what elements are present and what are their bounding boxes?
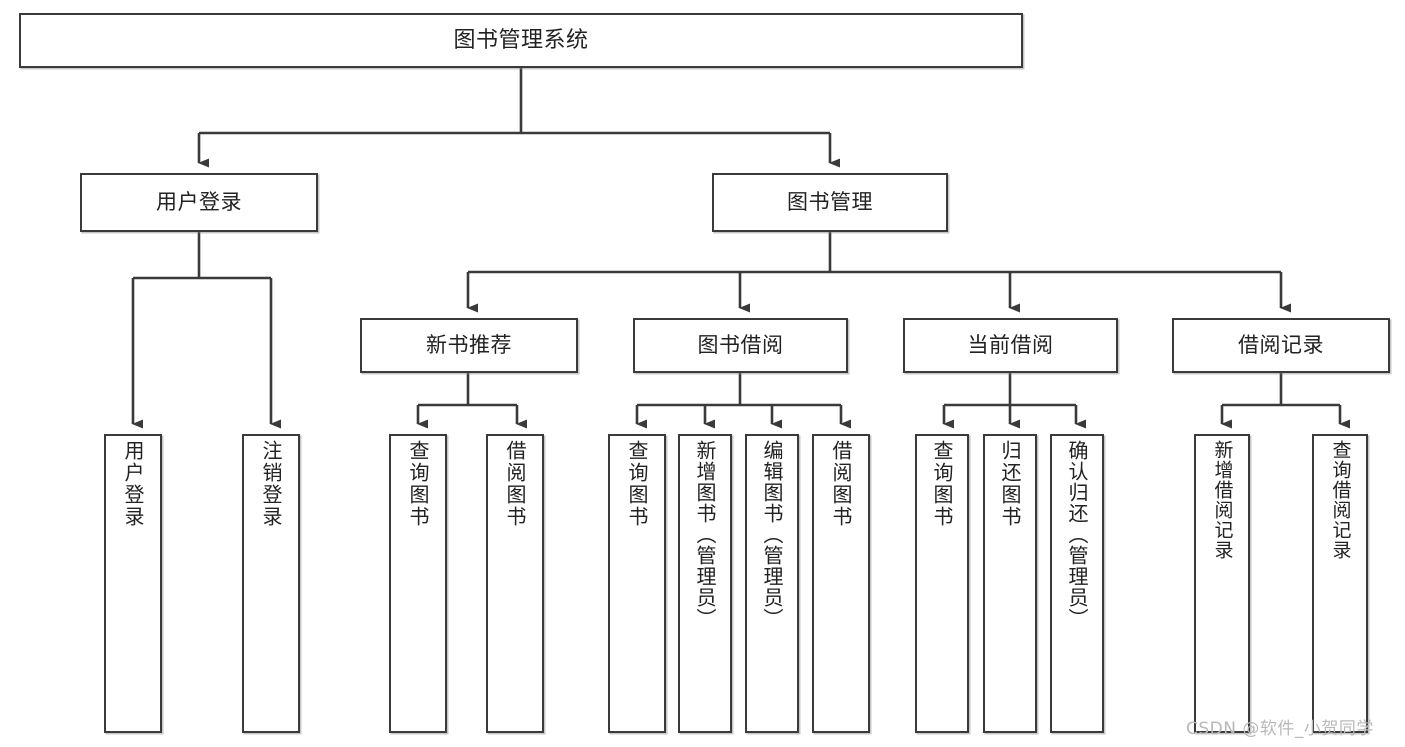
node-label: 新增图书（管理员） [693, 440, 717, 629]
node-label: 用户登录 [156, 190, 242, 215]
leaf-book-borrow-edit[interactable]: 编辑图书（管理员） [745, 434, 799, 733]
leaf-borrow-record-query[interactable]: 查询借阅记录 [1312, 434, 1368, 733]
node-label: 归还图书 [998, 440, 1022, 528]
node-label: 图书借阅 [697, 333, 784, 358]
node-new-book-recommend[interactable]: 新书推荐 [360, 318, 578, 373]
leaf-current-borrow-confirm-return[interactable]: 确认归还（管理员） [1050, 434, 1104, 733]
leaf-current-borrow-return[interactable]: 归还图书 [983, 434, 1037, 733]
node-label: 借阅图书 [829, 440, 853, 528]
node-label: 借阅图书 [503, 440, 527, 528]
node-label: 借阅记录 [1238, 333, 1324, 358]
node-label: 图书管理系统 [453, 27, 589, 53]
leaf-user-login-login[interactable]: 用户登录 [104, 434, 162, 733]
node-label: 确认归还（管理员） [1065, 440, 1089, 629]
leaf-new-book-borrow[interactable]: 借阅图书 [486, 434, 544, 733]
node-current-borrow[interactable]: 当前借阅 [903, 318, 1118, 373]
node-label: 查询图书 [930, 440, 954, 528]
node-label: 注销登录 [259, 440, 283, 528]
node-label: 查询图书 [625, 440, 649, 528]
leaf-borrow-record-add[interactable]: 新增借阅记录 [1194, 434, 1250, 733]
node-label: 图书管理 [787, 190, 873, 215]
node-root-system[interactable]: 图书管理系统 [19, 13, 1023, 68]
leaf-book-borrow-query[interactable]: 查询图书 [608, 434, 666, 733]
node-book-management[interactable]: 图书管理 [712, 173, 948, 232]
leaf-new-book-query[interactable]: 查询图书 [389, 434, 447, 733]
node-label: 查询借阅记录 [1329, 440, 1352, 560]
node-user-login[interactable]: 用户登录 [80, 173, 318, 232]
node-label: 当前借阅 [967, 333, 1054, 358]
watermark-text: CSDN @软件_小贺同学 [1186, 719, 1374, 739]
leaf-user-login-logout[interactable]: 注销登录 [242, 434, 300, 733]
node-borrow-record[interactable]: 借阅记录 [1172, 318, 1390, 373]
node-label: 查询图书 [406, 440, 430, 528]
leaf-book-borrow-borrow[interactable]: 借阅图书 [812, 434, 870, 733]
node-label: 用户登录 [121, 440, 145, 528]
node-label: 编辑图书（管理员） [760, 440, 784, 629]
node-book-borrow[interactable]: 图书借阅 [633, 318, 848, 373]
leaf-current-borrow-query[interactable]: 查询图书 [915, 434, 969, 733]
node-label: 新增借阅记录 [1211, 440, 1234, 560]
node-label: 新书推荐 [426, 333, 512, 358]
leaf-book-borrow-add[interactable]: 新增图书（管理员） [678, 434, 732, 733]
